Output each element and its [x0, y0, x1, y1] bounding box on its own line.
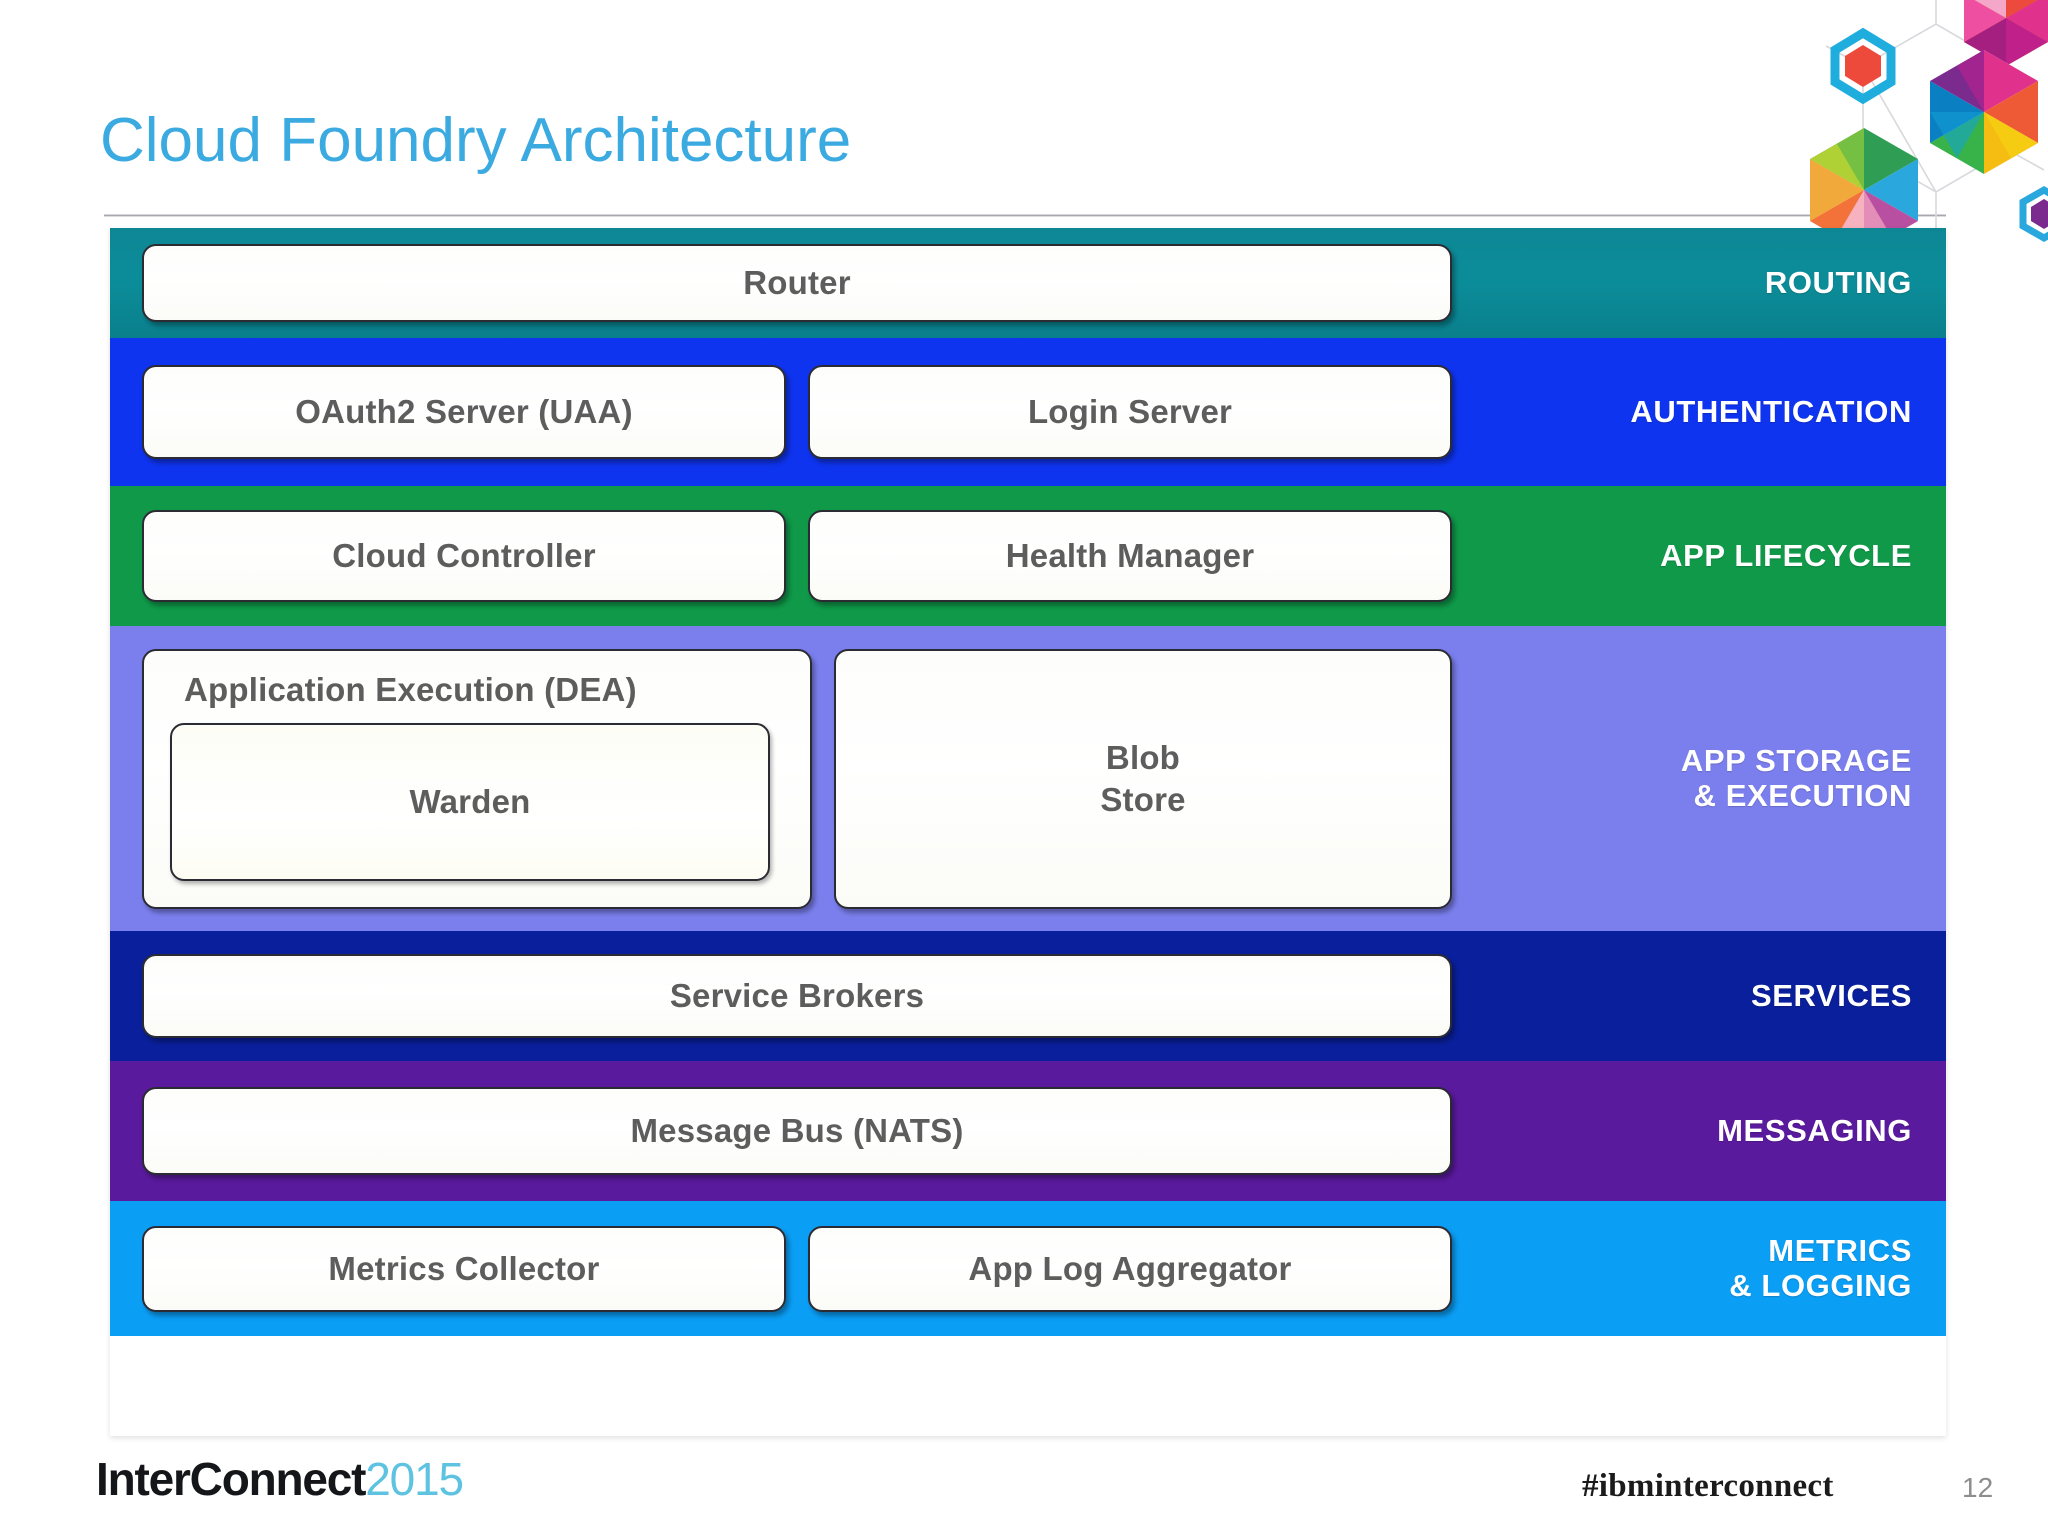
interconnect-wordmark-year: 2015	[365, 1453, 464, 1505]
event-hashtag: #ibminterconnect	[1582, 1468, 1834, 1504]
layer-label-messaging: MESSAGING	[1717, 1112, 1912, 1148]
component-blob-store[interactable]: Blob Store	[834, 648, 1452, 909]
layer-label-routing: ROUTING	[1764, 264, 1912, 300]
architecture-diagram: Router ROUTING OAuth2 Server (UAA) Login…	[110, 228, 1946, 1436]
layer-label-app-storage-execution: APP STORAGE & EXECUTION	[1680, 742, 1912, 813]
component-oauth2-server[interactable]: OAuth2 Server (UAA)	[142, 365, 786, 459]
interconnect-hexagon-logo	[1786, 0, 2048, 256]
interconnect-wordmark-name: InterConnect	[96, 1453, 366, 1505]
component-login-server[interactable]: Login Server	[808, 365, 1452, 459]
layer-row-metrics-logging: Metrics Collector App Log Aggregator MET…	[110, 1201, 1946, 1336]
component-health-manager[interactable]: Health Manager	[808, 510, 1452, 602]
layer-row-authentication: OAuth2 Server (UAA) Login Server AUTHENT…	[110, 338, 1946, 486]
title-divider	[104, 214, 1946, 217]
layer-label-app-lifecycle: APP LIFECYCLE	[1660, 537, 1912, 573]
layer-boxes-routing: Router	[142, 244, 1452, 322]
layer-label-metrics-logging: METRICS & LOGGING	[1729, 1232, 1912, 1303]
layer-boxes-messaging: Message Bus (NATS)	[142, 1087, 1452, 1175]
layer-label-authentication: AUTHENTICATION	[1630, 393, 1912, 429]
layer-boxes-services: Service Brokers	[142, 954, 1452, 1038]
component-metrics-collector[interactable]: Metrics Collector	[142, 1225, 786, 1312]
layer-label-services: SERVICES	[1750, 977, 1912, 1013]
component-app-log-aggregator[interactable]: App Log Aggregator	[808, 1225, 1452, 1312]
component-router[interactable]: Router	[142, 244, 1452, 322]
layer-boxes-authentication: OAuth2 Server (UAA) Login Server	[142, 365, 1452, 459]
page-number: 12	[1962, 1472, 1994, 1503]
component-warden[interactable]: Warden	[170, 722, 770, 881]
interconnect-wordmark: InterConnect2015	[96, 1452, 464, 1506]
layer-boxes-app-lifecycle: Cloud Controller Health Manager	[142, 510, 1452, 602]
component-dea-title: Application Execution (DEA)	[184, 670, 637, 708]
layer-row-services: Service Brokers SERVICES	[110, 931, 1946, 1061]
layer-row-app-lifecycle: Cloud Controller Health Manager APP LIFE…	[110, 486, 1946, 626]
page-title: Cloud Foundry Architecture	[100, 106, 852, 175]
component-cloud-controller[interactable]: Cloud Controller	[142, 510, 786, 602]
layer-row-messaging: Message Bus (NATS) MESSAGING	[110, 1061, 1946, 1201]
component-service-brokers[interactable]: Service Brokers	[142, 954, 1452, 1038]
component-message-bus-nats[interactable]: Message Bus (NATS)	[142, 1087, 1452, 1175]
layer-boxes-metrics-logging: Metrics Collector App Log Aggregator	[142, 1225, 1452, 1312]
layer-boxes-app-storage-execution: Application Execution (DEA) Warden Blob …	[142, 648, 1452, 909]
layer-row-app-storage-execution: Application Execution (DEA) Warden Blob …	[110, 626, 1946, 931]
layer-row-routing: Router ROUTING	[110, 228, 1946, 338]
component-application-execution-dea[interactable]: Application Execution (DEA) Warden	[142, 648, 812, 909]
